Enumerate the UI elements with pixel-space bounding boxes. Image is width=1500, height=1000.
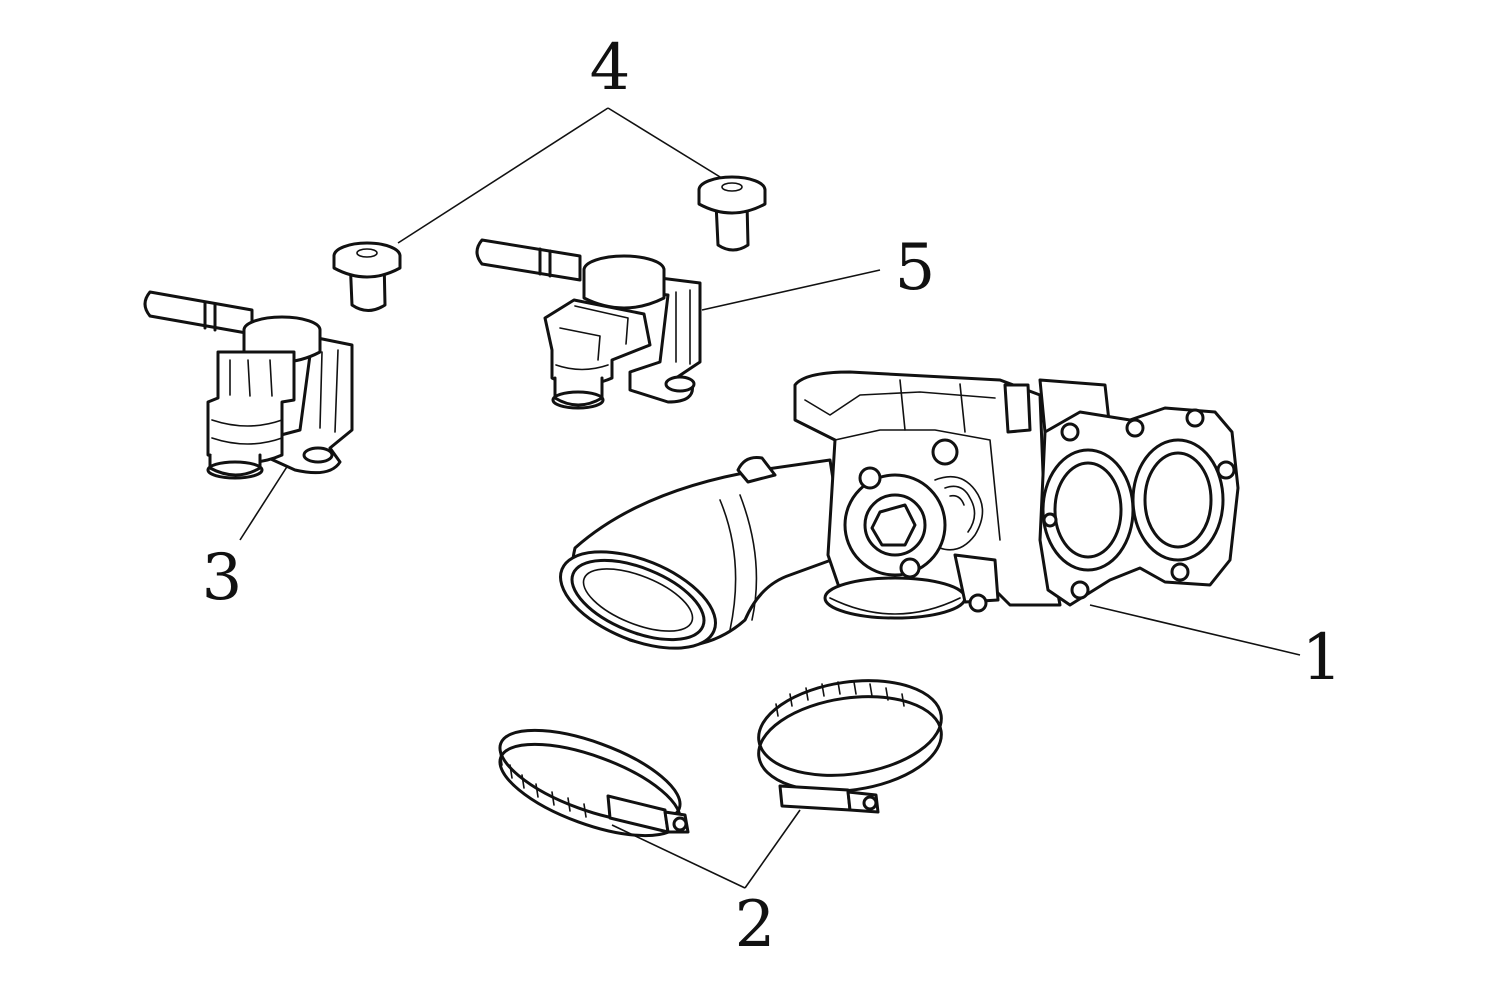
leader-4-right — [607, 107, 739, 189]
callout-5: 5 — [894, 231, 936, 305]
leader-4-left — [397, 107, 609, 244]
bolt-left — [332, 241, 402, 312]
hose-clamp-right — [757, 679, 943, 814]
leader-1 — [1089, 604, 1301, 656]
hose-clamp-left — [498, 728, 690, 838]
leader-2-right — [744, 809, 801, 889]
bolt-right — [697, 175, 767, 252]
callout-2: 2 — [734, 888, 776, 962]
throttle-body — [559, 370, 1240, 650]
leader-lines — [239, 107, 1301, 889]
callout-1: 1 — [1301, 621, 1343, 695]
injector-left — [143, 290, 354, 480]
leader-5 — [701, 269, 881, 311]
leader-3 — [239, 461, 291, 541]
callout-3: 3 — [201, 541, 243, 615]
injector-right — [475, 238, 702, 410]
callout-4: 4 — [589, 31, 631, 105]
